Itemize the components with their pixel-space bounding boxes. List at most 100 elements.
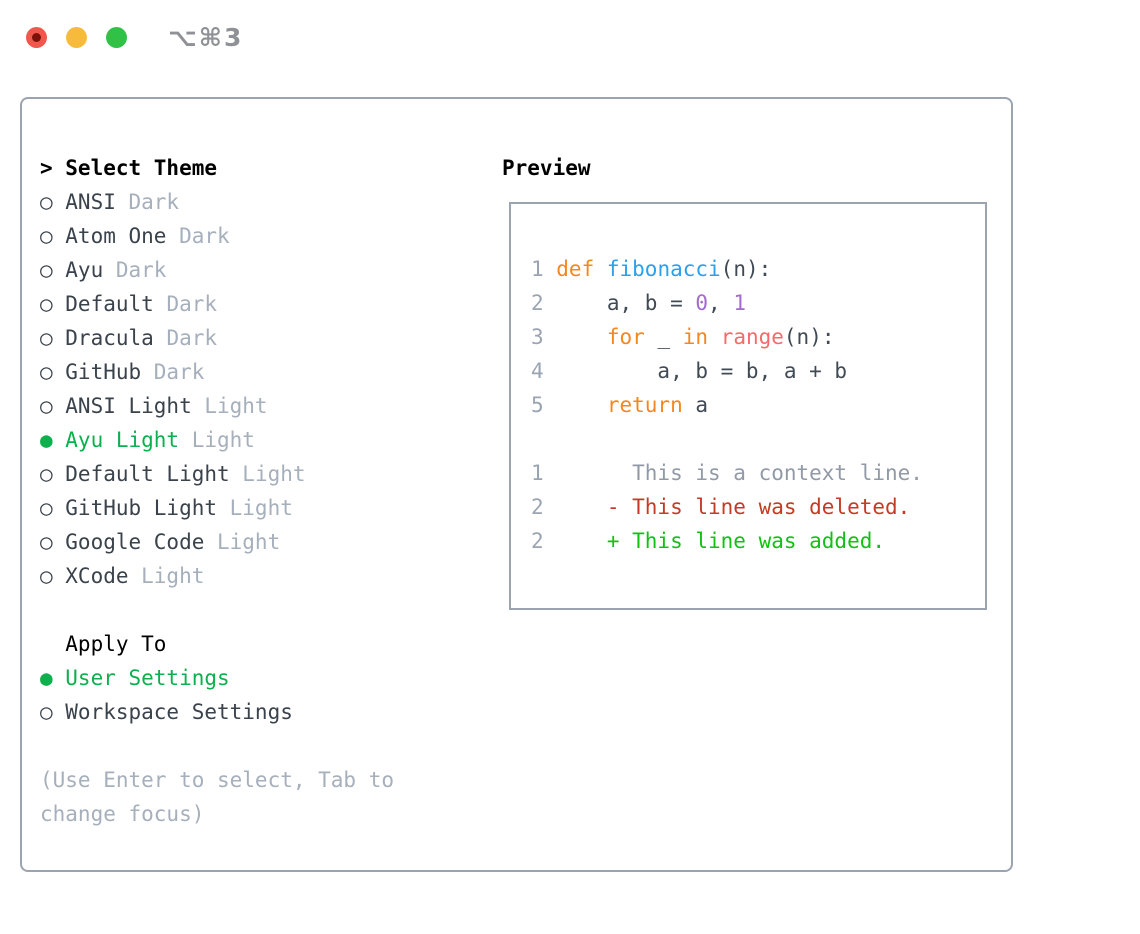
code-token [594, 257, 607, 281]
radio-icon: ○ [40, 224, 53, 248]
theme-option[interactable]: ○ ANSI Dark [40, 185, 490, 219]
apply-to-title: Apply To [65, 632, 167, 656]
code-token: _ [644, 325, 683, 349]
code-text: return a [556, 393, 708, 417]
theme-variant: Light [229, 496, 293, 520]
apply-to-label: User Settings [65, 666, 230, 690]
code-token: , [708, 291, 734, 315]
code-token: fibonacci [606, 257, 721, 281]
theme-name: Default Light [65, 462, 230, 486]
theme-variant: Dark [166, 326, 218, 350]
radio-icon: ○ [40, 190, 53, 214]
radio-selected-icon: ● [40, 666, 53, 690]
code-line: 4 a, b = b, a + b [531, 354, 985, 388]
theme-name: GitHub [65, 360, 142, 384]
minimize-button[interactable] [66, 27, 87, 48]
theme-name: GitHub Light [65, 496, 217, 520]
theme-variant: Dark [128, 190, 180, 214]
code-token: for [606, 325, 645, 349]
apply-to-label: Workspace Settings [65, 700, 293, 724]
theme-variant: Light [204, 394, 268, 418]
apply-to-options: ● User Settings ○Workspace Settings [40, 661, 490, 729]
theme-list-title: Select Theme [65, 156, 217, 180]
code-token [556, 325, 607, 349]
theme-list-header: > Select Theme [40, 151, 490, 185]
code-token [708, 325, 721, 349]
radio-icon: ○ [40, 292, 53, 316]
code-text: a, b = b, a + b [556, 359, 847, 383]
line-number: 1 [531, 257, 544, 281]
line-number: 1 [531, 461, 544, 485]
theme-variant: Dark [153, 360, 205, 384]
code-token: range [720, 325, 784, 349]
radio-icon: ○ [40, 462, 53, 486]
code-line: 3 for _ in range(n): [531, 320, 985, 354]
theme-variant: Dark [166, 292, 218, 316]
apply-to-option[interactable]: ○Workspace Settings [40, 695, 490, 729]
close-button[interactable] [26, 27, 47, 48]
radio-icon: ○ [40, 530, 53, 554]
diff-line: 2 + This line was added. [531, 524, 985, 558]
code-token: a [682, 393, 709, 417]
theme-option[interactable]: ○ GitHub Light Light [40, 491, 490, 525]
code-token: in [682, 325, 709, 349]
code-token: return [606, 393, 683, 417]
preview-header: Preview [502, 151, 591, 185]
line-number: 3 [531, 325, 544, 349]
code-token: a, b = [556, 291, 696, 315]
radio-icon: ○ [40, 258, 53, 282]
spacer [40, 593, 490, 627]
code-token [556, 393, 607, 417]
code-line: 1 def fibonacci(n): [531, 252, 985, 286]
close-dot-icon [32, 33, 41, 42]
code-token: def [556, 257, 595, 281]
diff-sample: 1 This is a context line.2 - This line w… [531, 456, 985, 558]
code-line: 5 return a [531, 388, 985, 422]
theme-name: ANSI [65, 190, 116, 214]
theme-name: Ayu Light [65, 428, 180, 452]
theme-name: Atom One [65, 224, 167, 248]
window-title: ⌥⌘3 [168, 23, 244, 52]
theme-variant: Light [191, 428, 255, 452]
code-token: (n): [783, 325, 835, 349]
code-token: (n): [720, 257, 772, 281]
diff-line: 2 - This line was deleted. [531, 490, 985, 524]
line-number: 5 [531, 393, 544, 417]
code-token: 1 [733, 291, 746, 315]
code-line: 2 a, b = 0, 1 [531, 286, 985, 320]
diff-text: + This line was added. [556, 529, 886, 553]
code-text: for _ in range(n): [556, 325, 835, 349]
diff-text: This is a context line. [556, 461, 923, 485]
diff-line: 1 This is a context line. [531, 456, 985, 490]
line-number: 2 [531, 495, 544, 519]
code-text: def fibonacci(n): [556, 257, 771, 281]
line-number: 2 [531, 291, 544, 315]
apply-to-option[interactable]: ● User Settings [40, 661, 490, 695]
code-token: a, b = b, a + b [556, 359, 848, 383]
radio-icon: ○ [40, 496, 53, 520]
prompt-icon: > [40, 156, 53, 180]
spacer [40, 729, 490, 763]
theme-name: XCode [65, 564, 129, 588]
theme-name: Google Code [65, 530, 205, 554]
diff-text: - This line was deleted. [556, 495, 911, 519]
line-number: 4 [531, 359, 544, 383]
maximize-button[interactable] [106, 27, 127, 48]
line-number: 2 [531, 529, 544, 553]
